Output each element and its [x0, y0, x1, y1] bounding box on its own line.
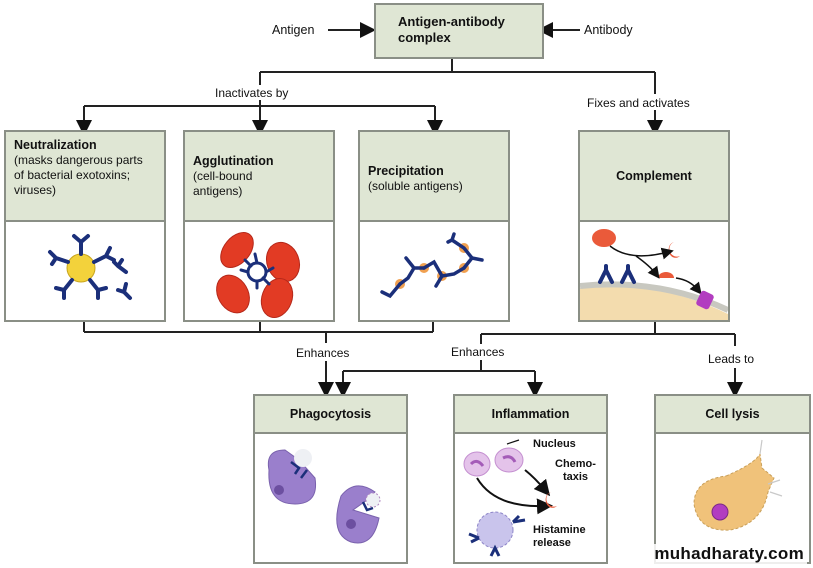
complement-fragment: [658, 272, 674, 278]
edge-label-fixes-and-activates: Fixes and activates: [585, 96, 692, 110]
neutralization-subtitle: (masks dangerous parts of bacterial exot…: [14, 153, 143, 197]
complement-fragment: [668, 242, 680, 258]
cell-lysis-box: Cell lysis: [654, 394, 811, 564]
complement-protein: [592, 229, 616, 247]
phagocytosis-box: Phagocytosis: [253, 394, 408, 564]
agglutination-title: Agglutination: [193, 154, 274, 168]
complement-box: Complement: [578, 130, 730, 322]
antibody-label: Antibody: [584, 23, 633, 37]
toxin-particle: [66, 253, 96, 283]
chemotactic-fragment: [545, 492, 557, 508]
antigen-antibody-complex-title: Antigen-antibody complex: [398, 14, 505, 45]
antigen-antibody-complex-box: Antigen-antibody complex: [374, 3, 544, 59]
edge-label-inactivates-by: Inactivates by: [213, 86, 291, 100]
cell-lysis-title: Cell lysis: [705, 406, 760, 421]
inflammation-box: Inflammation Nucleus Chemo- taxis Histam…: [453, 394, 608, 564]
complement-illustration: [580, 229, 728, 320]
edge-label-enhances-left: Enhances: [294, 346, 352, 360]
red-blood-cell: [265, 241, 301, 283]
neutralization-title: Neutralization: [14, 138, 97, 152]
antibody-pair: [598, 264, 636, 284]
agglutination-illustration: [216, 232, 301, 318]
phagocytosis-illustration: [267, 449, 381, 544]
mast-cell: [476, 511, 514, 549]
antibody-group: [239, 252, 275, 290]
nucleus-label: Nucleus: [533, 438, 576, 450]
edge-label-leads-to: Leads to: [706, 352, 757, 366]
precipitation-subtitle: (soluble antigens): [368, 179, 463, 193]
antibody-group: [48, 234, 132, 300]
histamine-release-label: Histamine release: [533, 524, 586, 549]
red-blood-cell: [220, 232, 254, 268]
agglutination-subtitle: (cell-bound antigens): [193, 169, 253, 198]
phagocytosis-title: Phagocytosis: [289, 406, 372, 421]
cell-membrane: [580, 286, 728, 320]
phagocyte: [336, 485, 380, 544]
watermark: muhadharaty.com: [651, 544, 807, 564]
red-blood-cell: [216, 274, 250, 314]
neutrophil: [463, 451, 491, 477]
chemotaxis-label: Chemo- taxis: [555, 458, 596, 483]
antibody-lattice: [380, 232, 484, 299]
precipitation-title: Precipitation: [368, 164, 444, 178]
cell-lysis-illustration: [693, 439, 783, 531]
inflammation-title: Inflammation: [491, 406, 570, 421]
neutralization-illustration: [48, 234, 132, 300]
inflammation-illustration: [463, 439, 557, 557]
red-blood-cell: [260, 278, 294, 318]
neutralization-box: Neutralization (masks dangerous parts of…: [4, 130, 166, 322]
complement-title: Complement: [616, 168, 692, 183]
precipitation-box: Precipitation (soluble antigens): [358, 130, 510, 322]
lysing-cell: [693, 452, 775, 531]
agglutination-box: Agglutination (cell-bound antigens): [183, 130, 335, 322]
edge-label-enhances-right: Enhances: [449, 345, 507, 359]
nucleus: [711, 503, 729, 521]
neutrophil: [494, 447, 524, 473]
precipitation-illustration: [380, 232, 484, 299]
antigen-label: Antigen: [272, 23, 315, 37]
membrane-attack-complex: [696, 290, 714, 310]
